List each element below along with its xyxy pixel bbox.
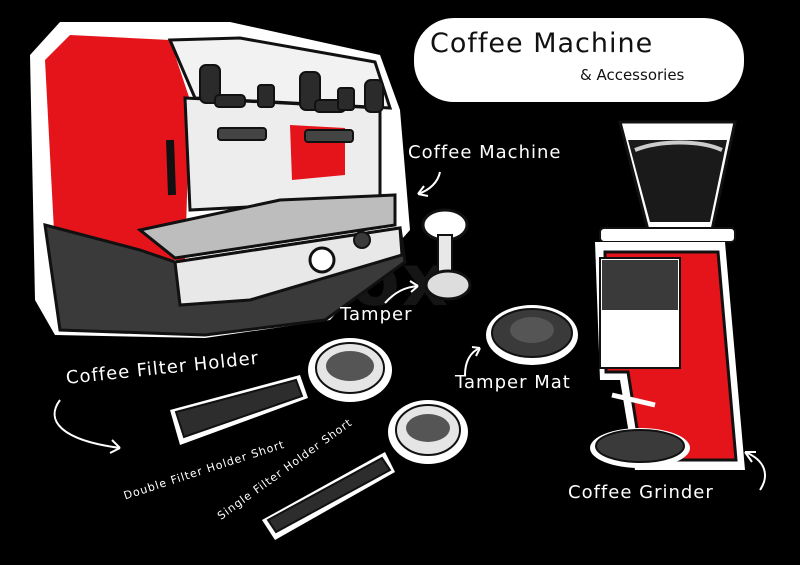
label-tamper-mat: Tamper Mat: [455, 372, 571, 393]
single-filter-holder-drawing: [262, 400, 468, 540]
label-tamper: Tamper: [340, 304, 413, 325]
page-subtitle: & Accessories: [580, 66, 685, 84]
coffee-grinder-drawing: [590, 120, 745, 470]
coffee-machine-drawing: [30, 22, 410, 338]
page-title: Coffee Machine: [430, 28, 654, 59]
title-bubble: [414, 18, 744, 102]
pointer-arrows: [53, 171, 766, 491]
tamper-drawing: [421, 208, 472, 301]
tamper-mat-drawing: [486, 305, 578, 365]
double-filter-holder-drawing: [170, 338, 392, 445]
label-coffee-grinder: Coffee Grinder: [568, 482, 714, 503]
label-coffee-machine: Coffee Machine: [408, 142, 562, 163]
